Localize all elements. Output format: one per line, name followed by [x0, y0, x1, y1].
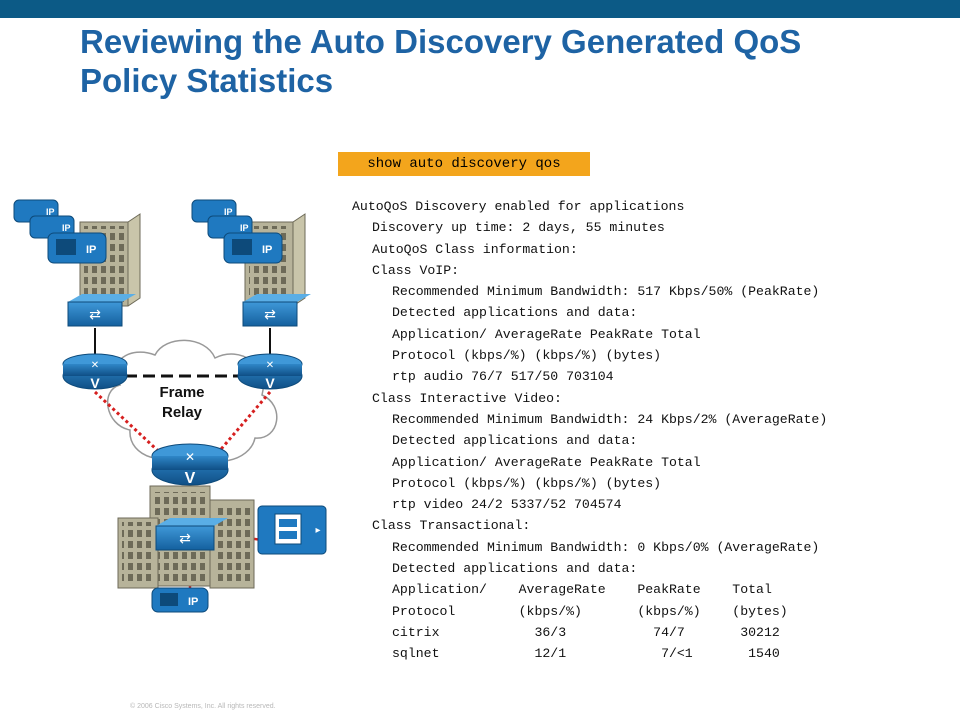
slide-title-line-2: Policy Statistics [80, 62, 334, 99]
output-line: AutoQoS Discovery enabled for applicatio… [352, 199, 685, 214]
output-line: Detected applications and data: [392, 561, 638, 577]
command-label: show auto discovery qos [338, 152, 590, 176]
output-line: Detected applications and data: [392, 305, 638, 321]
router-voice-label: V [265, 375, 275, 391]
cloud-label-relay: Relay [162, 404, 203, 421]
output-line: Recommended Minimum Bandwidth: 0 Kbps/0%… [392, 539, 820, 555]
slide-title-line-1: Reviewing the Auto Discovery Generated Q… [80, 23, 802, 60]
hq-router: ✕ V [151, 443, 229, 487]
ip-phone-group-left: IP IP IP [13, 199, 107, 264]
output-line: Class VoIP: [372, 262, 460, 278]
branch-switch-right: ⇄ [242, 294, 311, 327]
output-line: Class Transactional: [372, 518, 531, 534]
output-line: Protocol (kbps/%) (kbps/%) (bytes) [392, 603, 788, 619]
ip-label: IP [240, 223, 249, 233]
copyright-notice: © 2006 Cisco Systems, Inc. All rights re… [130, 703, 276, 710]
output-line: Discovery up time: 2 days, 55 minutes [372, 220, 665, 236]
ip-label: IP [188, 596, 198, 608]
ip-label: IP [262, 244, 272, 256]
output-line: rtp video 24/2 5337/52 704574 [392, 497, 622, 513]
cloud-label-frame: Frame [159, 384, 204, 401]
ip-label: IP [86, 244, 96, 256]
branch-router-left: ✕ V [62, 353, 128, 391]
router-voice-label: V [185, 470, 196, 487]
ip-label: IP [62, 223, 71, 233]
svg-text:⇄: ⇄ [89, 307, 101, 323]
hq-switch: ⇄ [155, 518, 228, 551]
hq-ip-phone: IP [151, 587, 209, 613]
svg-text:✕: ✕ [91, 360, 99, 371]
output-line: Protocol (kbps/%) (kbps/%) (bytes) [392, 348, 662, 364]
svg-text:▸: ▸ [315, 525, 320, 536]
router-voice-label: V [90, 375, 100, 391]
output-line: Protocol (kbps/%) (kbps/%) (bytes) [392, 475, 662, 491]
output-line: Class Interactive Video: [372, 390, 562, 406]
output-line: Recommended Minimum Bandwidth: 517 Kbps/… [392, 284, 820, 300]
svg-text:✕: ✕ [185, 450, 195, 464]
slide-title: Reviewing the Auto Discovery Generated Q… [80, 22, 940, 100]
output-line: citrix 36/3 74/7 30212 [392, 624, 780, 640]
svg-text:✕: ✕ [266, 360, 274, 371]
ip-label: IP [224, 207, 233, 217]
output-line: Detected applications and data: [392, 433, 638, 449]
output-line: sqlnet 12/1 7/<1 1540 [392, 646, 780, 662]
output-line: Application/ AverageRate PeakRate Total [392, 454, 701, 470]
command-output: AutoQoS Discovery enabled for applicatio… [352, 196, 952, 665]
frame-relay-cloud: Frame Relay [106, 339, 278, 463]
ip-phone-group-right: IP IP IP [191, 199, 283, 264]
branch-router-right: ✕ V [237, 353, 303, 391]
network-diagram: Frame Relay IP IP [13, 199, 327, 613]
ip-label: IP [46, 207, 55, 217]
output-line: Application/ AverageRate PeakRate Total [392, 582, 772, 598]
top-banner [0, 0, 960, 18]
output-line: Recommended Minimum Bandwidth: 24 Kbps/2… [392, 411, 828, 427]
output-line: Application/ AverageRate PeakRate Total [392, 326, 701, 342]
call-manager-server: ▸ [257, 505, 327, 555]
svg-text:⇄: ⇄ [179, 531, 191, 547]
output-line: AutoQoS Class information: [372, 241, 578, 257]
branch-switch-left: ⇄ [67, 294, 136, 327]
svg-text:⇄: ⇄ [264, 307, 276, 323]
output-line: rtp audio 76/7 517/50 703104 [392, 369, 614, 385]
